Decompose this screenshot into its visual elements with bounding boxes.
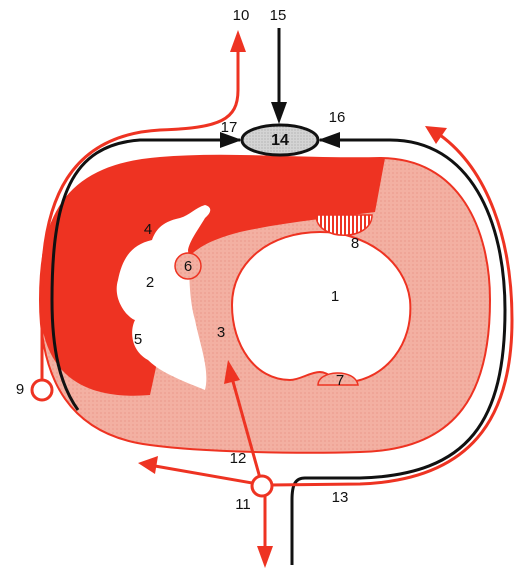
label-2: 2 [146,274,154,291]
label-5: 5 [134,331,142,348]
label-12: 12 [230,450,247,467]
arrowhead-10 [230,30,246,52]
label-3: 3 [217,324,225,341]
label-1: 1 [331,288,339,305]
label-9: 9 [16,381,24,398]
label-11: 11 [235,496,251,513]
arrowhead-16 [318,132,340,148]
arrowhead-right-outer [425,126,447,144]
label-15: 15 [270,7,287,24]
label-6: 6 [184,258,192,275]
label-10: 10 [233,7,250,24]
label-13: 13 [332,489,349,506]
label-16: 16 [329,109,346,126]
label-7: 7 [336,372,344,389]
label-14: 14 [271,132,289,149]
label-8: 8 [351,235,359,252]
node-9 [32,380,52,400]
red-line-11-left [155,466,258,484]
central-hole [232,232,410,382]
label-17: 17 [221,119,238,136]
label-4: 4 [144,221,152,238]
arrowhead-15 [271,102,287,124]
arrowhead-down [257,546,273,568]
arrowhead-left-bottom [138,456,158,474]
node-11 [252,476,272,496]
